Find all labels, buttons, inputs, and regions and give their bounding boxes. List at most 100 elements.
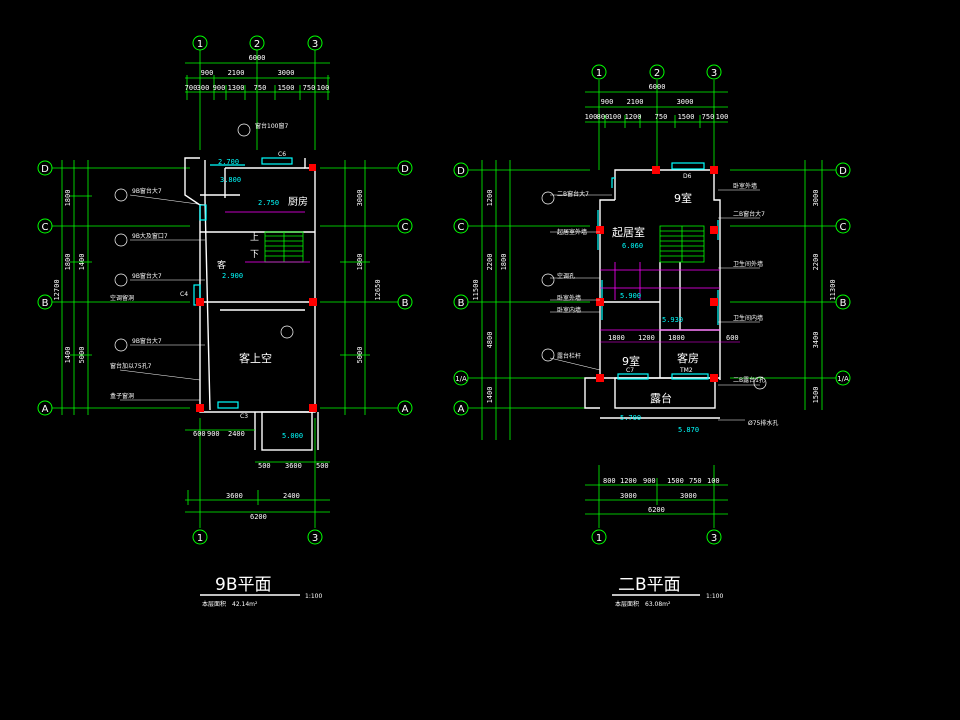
right-area-label: 本层面积 [615, 600, 639, 608]
window [217, 401, 239, 409]
left-side-dim: 5000 [78, 347, 86, 364]
right-top-dim2: 1500 [678, 113, 695, 121]
right-top-total: 6000 [649, 83, 666, 91]
right-bottom-total: 6200 [648, 506, 665, 514]
right-note-left: 露台栏杆 [557, 352, 581, 360]
elevation: 5.930 [662, 316, 683, 324]
bottom-dim: 600 [193, 430, 206, 438]
right-left-dim: 1400 [486, 387, 494, 404]
bottom-dim: 2400 [228, 430, 245, 438]
inner-dim: 600 [726, 334, 739, 342]
window-label: C4 [180, 291, 188, 298]
left-axis-C: C [42, 222, 49, 233]
left-side-dim: 1800 [64, 190, 72, 207]
right-top-dim: 3000 [677, 98, 694, 106]
left-bottom-dim-lines [185, 418, 330, 528]
right-columns [596, 166, 718, 382]
right-axis-top-1: 1 [596, 68, 602, 79]
inner-dim: 1800 [668, 334, 685, 342]
left-plan-title: 9B平面 [215, 575, 271, 595]
stair-down-label: 下 [250, 250, 259, 260]
left-note-leaders [119, 194, 206, 401]
right-axis-C-r: C [840, 222, 847, 233]
right-axis-top-2: 2 [654, 68, 660, 79]
left-top-dim2: 1300 [228, 84, 245, 92]
right-bottom-dim2: 1500 [667, 477, 684, 485]
right-side-dim: 3000 [356, 190, 364, 207]
right-bottom-dim2: 100 [707, 477, 720, 485]
right-axis-B-r: B [840, 298, 847, 309]
right-side-dim: 5000 [356, 347, 364, 364]
note: 窗台加以75孔7 [110, 362, 152, 370]
right-axis-B: B [458, 298, 465, 309]
elevation: 5.000 [282, 432, 303, 440]
right-axis-A: A [458, 404, 465, 415]
right-side-dim: 1800 [356, 254, 364, 271]
left-stair [264, 231, 304, 263]
left-axis-bottom-3: 3 [312, 533, 318, 544]
column [309, 164, 316, 171]
left-top-dim2: 900 [213, 84, 226, 92]
right-note-left: 二B窗台大7 [557, 190, 589, 198]
left-floor-plan: 1 2 3 6000 900 2100 3000 700 300 900 130… [37, 35, 413, 608]
left-axis-bottom-1: 1 [197, 533, 203, 544]
right-top-dim2: 750 [702, 113, 715, 121]
room-bedroom-top: 9室 [674, 191, 692, 205]
note: 9B窗台大7 [132, 337, 162, 345]
left-windows [193, 157, 293, 409]
right-top-dim2: 800 [597, 113, 610, 121]
right-floor-plan: 1 2 3 6000 900 2100 3000 100 800 100 120… [453, 64, 851, 608]
right-note-right: Ø75排水孔 [748, 419, 778, 427]
left-area-value: 42.14m² [232, 601, 258, 608]
note: 盒子窗洞 [110, 392, 134, 400]
right-note-right: 卫生间外墙 [733, 260, 763, 268]
right-right-dim: 3000 [812, 190, 820, 207]
left-area-label: 本层面积 [202, 600, 226, 608]
right-note-left: 卧室外墙 [557, 294, 581, 302]
right-top-dim: 2100 [627, 98, 644, 106]
right-left-dim: 1800 [500, 254, 508, 271]
column [196, 404, 204, 412]
left-top-dim: 2100 [228, 69, 245, 77]
right-note-right: 卧室外墙 [733, 182, 757, 190]
room-balcony: 客 [217, 259, 226, 271]
right-axis-1A-r: 1/A [837, 375, 849, 383]
right-axis-1A: 1/A [455, 375, 467, 383]
right-side-total: 12650 [374, 279, 382, 300]
right-bottom-dim2: 1200 [620, 477, 637, 485]
bottom-dim: 2400 [283, 492, 300, 500]
left-side-dim: 1400 [64, 347, 72, 364]
right-top-dim-lines [585, 80, 728, 170]
right-area-value: 63.08m² [645, 601, 671, 608]
left-axis-top-3: 3 [312, 39, 318, 50]
room-kitchen: 厨房 [288, 195, 308, 208]
left-side-dim: 1800 [64, 254, 72, 271]
right-note-leaders-right [718, 189, 760, 421]
elevation: 5.870 [678, 426, 699, 434]
elevation: 5.700 [620, 414, 641, 422]
right-bottom-dim-lines [585, 465, 728, 528]
right-hidden-lines [600, 262, 720, 331]
right-note-left: 卧室内墙 [557, 306, 581, 314]
right-top-dim2: 100 [609, 113, 622, 121]
left-axis-A-right: A [402, 404, 409, 415]
right-note-right: 二B露台1孔 [733, 376, 765, 384]
room-hall-void: 客上空 [239, 351, 272, 365]
left-top-dim2: 300 [197, 84, 210, 92]
right-note-right: 二B窗台大7 [733, 210, 765, 218]
right-axis-bottom-3: 3 [711, 533, 717, 544]
bottom-dim: 3600 [285, 462, 302, 470]
left-top-dim2: 750 [303, 84, 316, 92]
right-top-dim2: 1200 [625, 113, 642, 121]
room-living: 起居室 [612, 225, 645, 239]
right-axis-C: C [458, 222, 465, 233]
right-note-left: 空调孔 [557, 272, 575, 280]
left-top-dim: 3000 [278, 69, 295, 77]
right-axis-bottom-1: 1 [596, 533, 602, 544]
right-bottom-dim: 3000 [620, 492, 637, 500]
left-axis-D-right: D [401, 164, 409, 175]
right-top-dim2: 750 [655, 113, 668, 121]
window-label: TM2 [679, 367, 693, 374]
note: 窗台100窗7 [255, 122, 288, 130]
